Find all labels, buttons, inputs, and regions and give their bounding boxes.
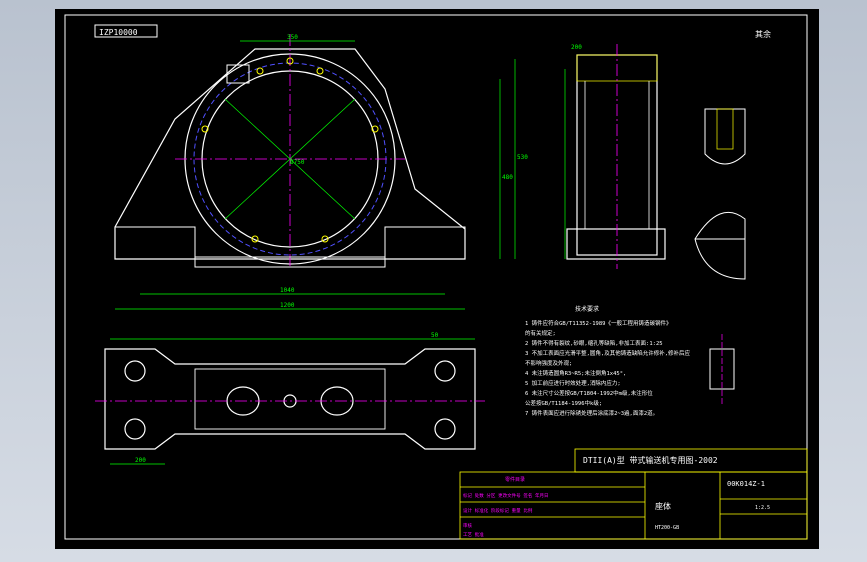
- roughness-note: 其余: [755, 29, 771, 39]
- plan-view: [95, 338, 485, 465]
- svg-text:的有关规定;: 的有关规定;: [525, 329, 556, 337]
- svg-text:6 未注尺寸公差按GB/T1804-1992中m级,未注形位: 6 未注尺寸公差按GB/T1804-1992中m级,未注形位: [525, 389, 653, 397]
- svg-text:不影响强度及外观;: 不影响强度及外观;: [525, 359, 572, 367]
- title-block: [459, 448, 808, 540]
- dim-plan-offset: 200: [135, 457, 146, 464]
- material: HT200-GB: [655, 525, 679, 531]
- drawing-tag: IZP10000: [99, 28, 138, 37]
- svg-text:2 铸件不得有裂纹,砂眼,缩孔等缺陷,非加工表面:1:25: 2 铸件不得有裂纹,砂眼,缩孔等缺陷,非加工表面:1:25: [525, 339, 663, 347]
- drawing-canvas: IZP10000 其余 350 1200 1040 530 480 Ø750: [64, 14, 808, 540]
- dim-base-width: 1200: [280, 302, 295, 309]
- dim-side-width: 200: [571, 44, 582, 51]
- dim-bore: Ø750: [290, 159, 305, 166]
- tb-row-3: 审核: [463, 522, 472, 529]
- svg-text:公差按GB/T1184-1996中k级;: 公差按GB/T1184-1996中k级;: [525, 399, 602, 407]
- sheet-border: [64, 14, 808, 540]
- front-view: [114, 34, 466, 269]
- detail-views: [694, 108, 746, 404]
- sheet-scale: 1:2.5: [755, 505, 770, 511]
- title-main: DTII(A)型 带式输送机专用图-2002: [583, 455, 718, 465]
- tb-row-1: 标记 处数 分区 更改文件号 签名 年月日: [463, 492, 549, 499]
- notes-heading: 技术要求: [575, 305, 599, 313]
- tb-row-2: 设计 标准化 阶段标记 重量 比例: [463, 507, 533, 514]
- tb-row-4: 工艺 批准: [463, 531, 484, 538]
- dim-height-total: 530: [517, 154, 528, 161]
- svg-text:7 铸件表面应进行除锈处理后涂底漆2~3遍,面漆2道。: 7 铸件表面应进行除锈处理后涂底漆2~3遍,面漆2道。: [525, 409, 658, 417]
- notes-list: 1 铸件应符合GB/T11352-1989《一般工程用铸造碳钢件》 的有关规定;…: [525, 319, 691, 417]
- table-head: 零件目录: [505, 476, 525, 483]
- cad-viewport[interactable]: IZP10000 其余 350 1200 1040 530 480 Ø750: [55, 9, 819, 549]
- front-dimensions: [115, 40, 516, 310]
- dim-base-span: 1040: [280, 287, 295, 294]
- svg-text:3 不加工表面应光滑平整,圆角,及其他铸造缺陷允许修补,修补: 3 不加工表面应光滑平整,圆角,及其他铸造缺陷允许修补,修补后应: [525, 349, 691, 357]
- part-code: 00K014Z-1: [727, 480, 765, 488]
- svg-text:4 未注铸造圆角R3~R5;未注倒角1x45°,: 4 未注铸造圆角R3~R5;未注倒角1x45°,: [525, 369, 626, 377]
- part-name: 座体: [655, 501, 671, 511]
- svg-text:5 加工前应进行时效处理,消除内应力;: 5 加工前应进行时效处理,消除内应力;: [525, 379, 621, 387]
- dim-gap: 50: [431, 332, 439, 339]
- svg-text:1 铸件应符合GB/T11352-1989《一般工程用铸造碳: 1 铸件应符合GB/T11352-1989《一般工程用铸造碳钢件》: [525, 319, 671, 327]
- dim-top-width: 350: [287, 34, 298, 41]
- side-view: [564, 44, 666, 269]
- drawing-tag-box: [94, 24, 158, 38]
- dim-height-mid: 480: [502, 174, 513, 181]
